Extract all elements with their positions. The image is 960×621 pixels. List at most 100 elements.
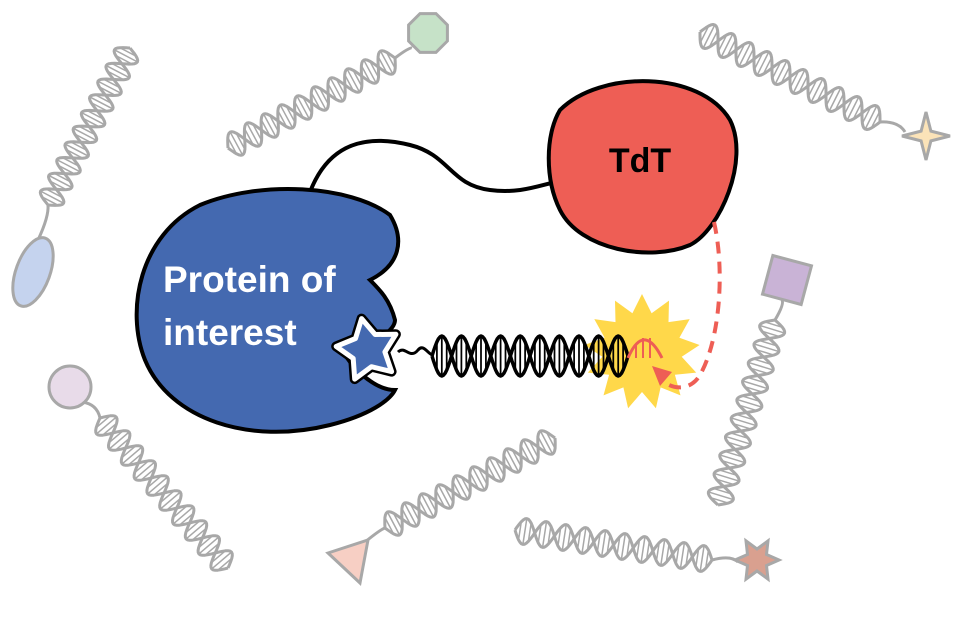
- base-pair-rung: [418, 499, 429, 517]
- base-pair-rung: [89, 96, 114, 110]
- base-pair-rung: [846, 96, 860, 121]
- base-pair-rung: [105, 64, 130, 79]
- base-pair-rung: [204, 542, 220, 556]
- dna-helix: [513, 517, 714, 573]
- base-pair-rung: [166, 497, 182, 511]
- base-pair-rung: [547, 526, 552, 545]
- base-pair-rung: [807, 79, 818, 97]
- dna-tether: [81, 400, 102, 419]
- base-pair-rung: [596, 533, 601, 552]
- tdt-activity-arrow: [658, 221, 722, 390]
- base-pair-rung: [816, 84, 827, 102]
- base-pair-rung: [346, 68, 361, 93]
- base-pair-rung: [655, 542, 660, 561]
- triangle-tag-icon: [325, 537, 370, 586]
- base-pair-rung: [172, 506, 194, 525]
- dna-helix: [706, 318, 787, 507]
- base-pair-rung: [494, 458, 505, 476]
- base-pair-rung: [511, 449, 522, 467]
- base-pair-rung: [789, 70, 800, 88]
- base-pair-rung: [198, 536, 220, 555]
- base-pair-rung: [108, 431, 130, 450]
- base-pair-rung: [369, 60, 380, 78]
- base-pair-rung: [134, 461, 156, 480]
- base-pair-rung: [268, 114, 279, 132]
- base-pair-rung: [319, 87, 330, 105]
- base-pair-rung: [717, 34, 728, 52]
- base-pair-rung: [635, 539, 641, 558]
- base-pair-rung: [517, 521, 523, 540]
- base-pair-rung: [756, 51, 770, 76]
- base-pair-rung: [727, 441, 746, 449]
- base-pair-rung: [191, 527, 207, 541]
- base-pair-rung: [520, 445, 531, 463]
- dna-backbone: [226, 57, 397, 149]
- base-pair-rung: [762, 57, 773, 75]
- base-pair-rung: [114, 49, 138, 63]
- base-pair-rung: [134, 460, 150, 474]
- base-pair-rung: [761, 330, 780, 338]
- dna-helix: [94, 414, 234, 572]
- base-pair-rung: [810, 78, 824, 103]
- base-pair-rung: [561, 524, 567, 551]
- base-pair-rung: [503, 454, 514, 472]
- base-pair-rung: [435, 490, 446, 508]
- dna-helix: [38, 46, 140, 207]
- base-pair-rung: [48, 174, 73, 189]
- base-pair-rung: [660, 539, 666, 566]
- base-pair-rung: [486, 463, 497, 481]
- base-pair-rung: [146, 475, 162, 489]
- base-pair-rung: [699, 25, 710, 43]
- base-pair-rung: [724, 450, 743, 458]
- protein-label-line2: interest: [163, 312, 297, 353]
- base-pair-rung: [229, 131, 244, 156]
- base-pair-rung: [537, 524, 542, 543]
- base-pair-rung: [426, 494, 437, 512]
- base-pair-rung: [96, 416, 117, 435]
- base-pair-rung: [522, 518, 528, 545]
- base-pair-rung: [392, 512, 403, 530]
- base-pair-rung: [699, 545, 705, 572]
- dna-backbone: [383, 437, 557, 529]
- base-pair-rung: [211, 551, 232, 570]
- base-pair-rung: [528, 440, 539, 458]
- base-pair-rung: [704, 550, 710, 569]
- base-pair-rung: [702, 24, 716, 49]
- base-pair-rung: [685, 547, 690, 566]
- base-pair-rung: [828, 87, 842, 112]
- base-pair-rung: [753, 52, 764, 70]
- base-pair-rung: [744, 48, 755, 66]
- tdt-enzyme: [546, 79, 739, 255]
- base-pair-rung: [443, 485, 454, 503]
- base-pair-rung: [758, 339, 777, 347]
- base-pair-rung: [747, 376, 766, 384]
- base-pair-rung: [713, 472, 740, 482]
- base-pair-rung: [695, 548, 700, 567]
- base-pair-rung: [235, 132, 246, 150]
- dna-helix: [698, 23, 882, 131]
- base-pair-rung: [825, 88, 836, 106]
- dna-backbone: [699, 23, 881, 131]
- base-pair-rung: [477, 467, 488, 485]
- base-pair-rung: [798, 75, 809, 93]
- base-pair-rung: [731, 417, 757, 427]
- base-pair-rung: [744, 385, 763, 393]
- base-pair-rung: [488, 457, 503, 482]
- base-pair-rung: [539, 430, 554, 455]
- base-pair-rung: [95, 415, 111, 429]
- base-pair-rung: [210, 550, 226, 564]
- base-pair-rung: [293, 101, 304, 119]
- base-pair-rung: [742, 380, 768, 390]
- base-pair-rung: [81, 111, 105, 126]
- base-pair-rung: [153, 482, 169, 496]
- base-pair-rung: [756, 348, 775, 356]
- base-pair-rung: [834, 93, 845, 111]
- base-pair-rung: [541, 521, 548, 548]
- base-pair-rung: [606, 535, 611, 554]
- base-pair-rung: [147, 476, 168, 495]
- base-pair-rung: [437, 484, 452, 509]
- base-pair-rung: [296, 95, 310, 120]
- linker: [308, 138, 557, 193]
